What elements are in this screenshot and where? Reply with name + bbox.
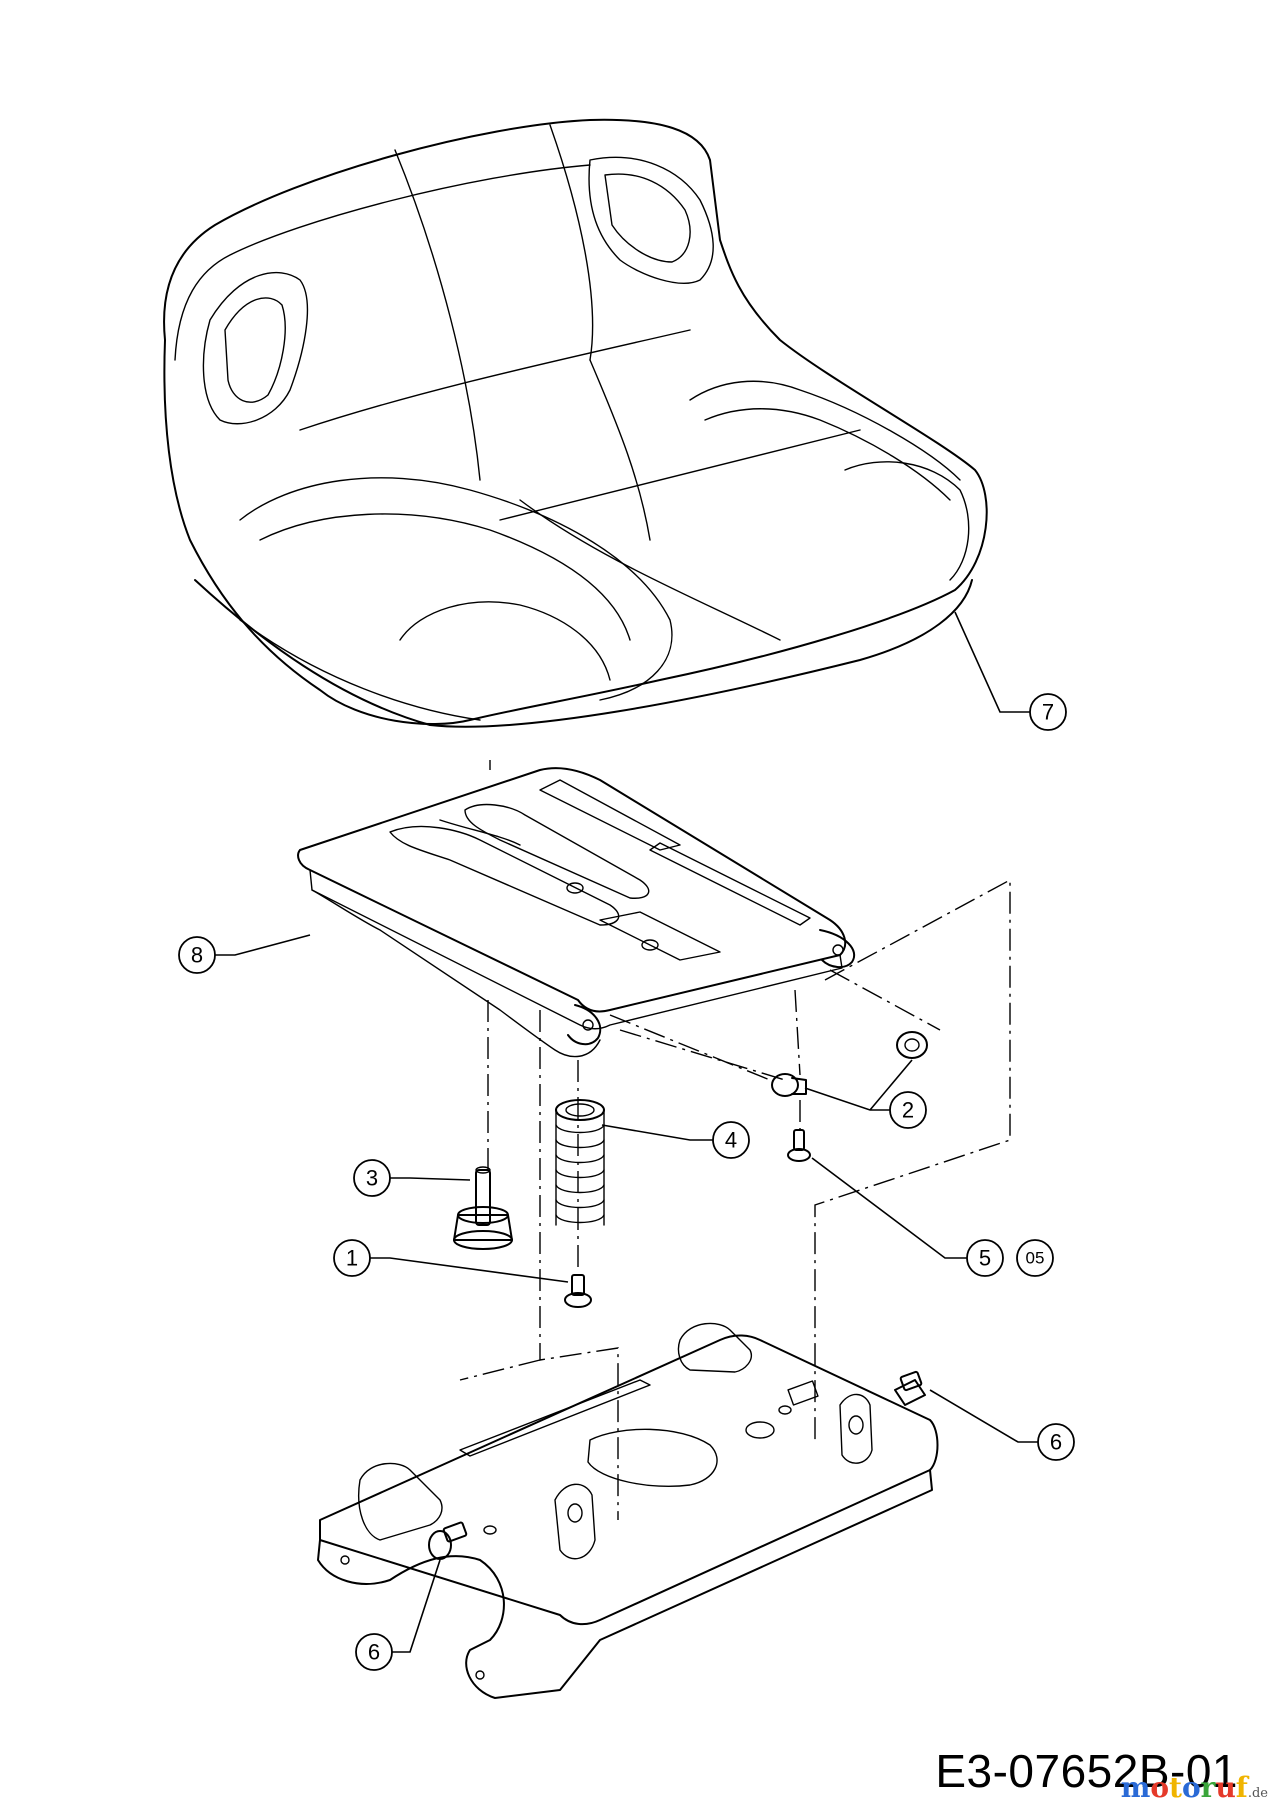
base-bracket	[317, 1322, 939, 1699]
callout-8-label: 8	[191, 943, 203, 968]
callout-3: 3	[353, 1159, 391, 1197]
watermark-letter: o	[1181, 1771, 1201, 1804]
nut-part-2	[896, 1031, 928, 1059]
callout-7-label: 7	[1042, 700, 1054, 725]
callout-6-right: 6	[1037, 1423, 1075, 1461]
bolt-part-5	[787, 1129, 811, 1162]
callout-4-label: 4	[725, 1128, 737, 1153]
callout-2-label: 2	[902, 1098, 914, 1123]
callout-3-label: 3	[366, 1166, 378, 1191]
watermark-letter: t	[1169, 1771, 1182, 1804]
callout-5: 5	[966, 1239, 1004, 1277]
watermark-letter: m	[1120, 1771, 1151, 1804]
watermark-letter: o	[1150, 1771, 1170, 1804]
watermark-letter: r	[1200, 1771, 1216, 1804]
callout-6-right-label: 6	[1050, 1430, 1062, 1455]
bushing-part-2	[771, 1073, 807, 1097]
leader-lines	[215, 611, 1038, 1653]
callout-05-label: 05	[1026, 1249, 1045, 1268]
callout-4: 4	[712, 1121, 750, 1159]
callout-1-label: 1	[346, 1246, 358, 1271]
watermark-text: motoruf	[1121, 1771, 1248, 1804]
callout-7: 7	[1029, 693, 1067, 731]
seat-part-7	[163, 118, 988, 728]
seat-pan-part-8	[297, 767, 855, 1058]
drawing-code: E3-07652B-01	[935, 1745, 1238, 1797]
watermark-letter: u	[1215, 1771, 1236, 1804]
assembly-lines	[459, 760, 1011, 1520]
callout-6-left: 6	[355, 1633, 393, 1671]
bolt-part-6-right	[894, 1370, 926, 1406]
watermark-logo: motoruf.de	[1121, 1771, 1268, 1804]
callout-6-left-label: 6	[368, 1640, 380, 1665]
bolt-part-1	[564, 1274, 592, 1308]
knob-part-3	[453, 1166, 513, 1250]
watermark-suffix: .de	[1247, 1786, 1268, 1801]
spring-part-4	[555, 1099, 605, 1226]
callout-1: 1	[333, 1239, 371, 1277]
bolt-part-6-left	[428, 1521, 468, 1560]
callout-2: 2	[889, 1091, 927, 1129]
callout-05: 05	[1016, 1239, 1054, 1277]
callout-5-label: 5	[979, 1246, 991, 1271]
watermark-letter: f	[1235, 1771, 1248, 1804]
callout-8: 8	[178, 936, 216, 974]
